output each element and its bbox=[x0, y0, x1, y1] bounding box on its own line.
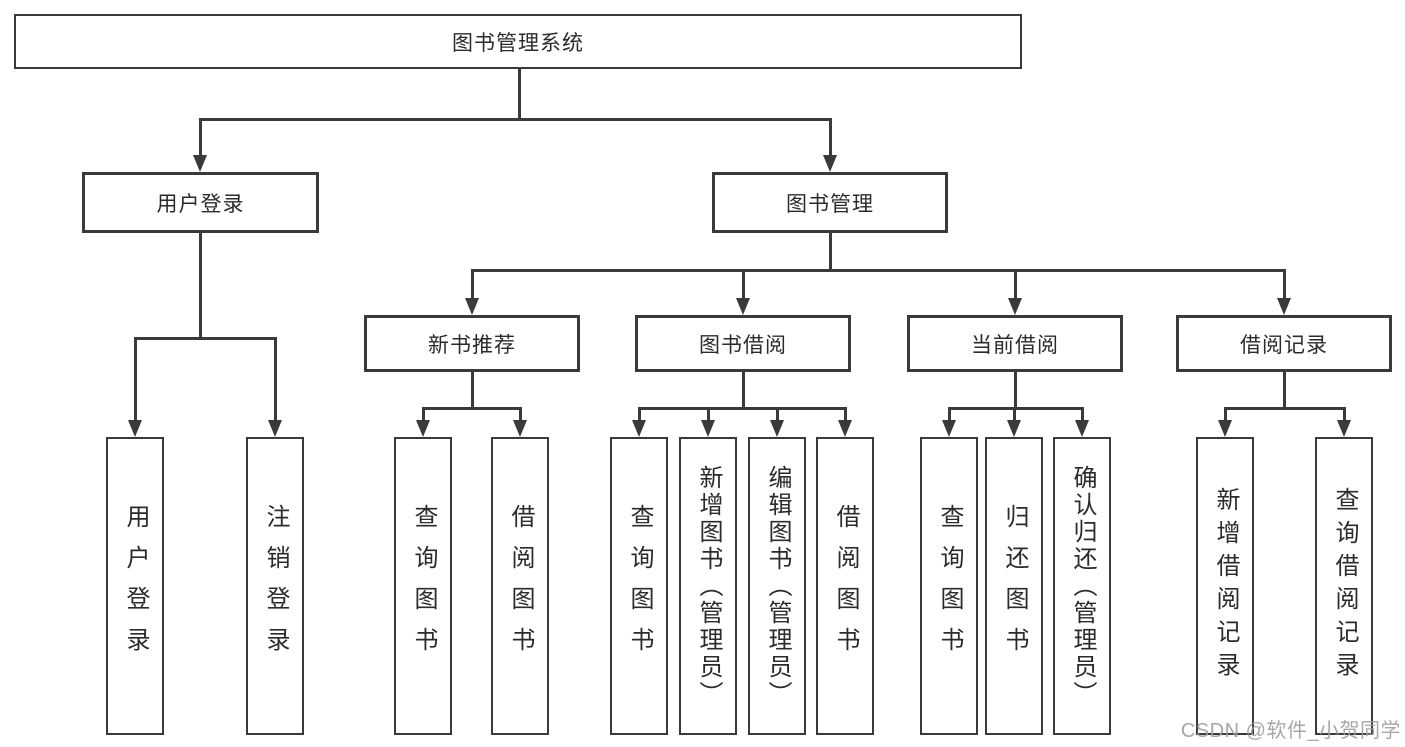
connector-vertical-line bbox=[1223, 408, 1227, 421]
connector-vertical-line bbox=[828, 233, 832, 270]
leaf-user-login: 用户登录 bbox=[106, 437, 164, 735]
connector-horizontal-line bbox=[470, 268, 1286, 272]
node-label: 新书推荐 bbox=[428, 333, 516, 357]
node-book-borrowing: 图书借阅 bbox=[635, 315, 851, 372]
leaf-edit-books-admin: 编辑图书（管理员） bbox=[748, 437, 806, 735]
connector-vertical-line bbox=[1282, 270, 1286, 301]
connector-vertical-line bbox=[706, 408, 710, 421]
node-new-book-recommendation: 新书推荐 bbox=[364, 315, 580, 372]
connector-horizontal-line bbox=[421, 406, 522, 410]
leaf-borrowing-borrow-books: 借阅图书 bbox=[816, 437, 874, 735]
leaf-label: 注销登录 bbox=[262, 504, 289, 668]
arrowhead-down-icon bbox=[1008, 298, 1022, 315]
leaf-label: 新增借阅记录 bbox=[1212, 487, 1239, 685]
leaf-label: 归还图书 bbox=[1001, 504, 1028, 668]
arrowhead-down-icon bbox=[416, 420, 430, 437]
arrowhead-down-icon bbox=[1277, 298, 1291, 315]
connector-vertical-line bbox=[198, 233, 202, 338]
connector-vertical-line bbox=[1342, 408, 1346, 421]
arrowhead-down-icon bbox=[513, 420, 527, 437]
arrowhead-down-icon bbox=[465, 298, 479, 315]
leaf-label: 查询图书 bbox=[410, 504, 437, 668]
leaf-label: 查询借阅记录 bbox=[1331, 487, 1358, 685]
connector-vertical-line bbox=[517, 69, 521, 119]
arrowhead-down-icon bbox=[770, 420, 784, 437]
connector-vertical-line bbox=[518, 408, 522, 421]
node-borrowing-records: 借阅记录 bbox=[1176, 315, 1392, 372]
node-label: 图书管理 bbox=[786, 192, 874, 216]
leaf-label: 确认归还（管理员） bbox=[1069, 464, 1096, 708]
connector-vertical-line bbox=[198, 119, 202, 157]
connector-vertical-line bbox=[1013, 270, 1017, 301]
leaf-confirm-return-admin: 确认归还（管理员） bbox=[1053, 437, 1111, 735]
leaf-label: 查询图书 bbox=[936, 504, 963, 668]
leaf-borrowing-query-books: 查询图书 bbox=[610, 437, 668, 735]
arrowhead-down-icon bbox=[193, 155, 207, 172]
arrowhead-down-icon bbox=[1337, 420, 1351, 437]
node-current-borrowing: 当前借阅 bbox=[907, 315, 1123, 372]
node-label: 当前借阅 bbox=[971, 333, 1059, 357]
arrowhead-down-icon bbox=[838, 420, 852, 437]
connector-vertical-line bbox=[843, 408, 847, 421]
arrowhead-down-icon bbox=[823, 155, 837, 172]
arrowhead-down-icon bbox=[942, 420, 956, 437]
leaf-recommend-query-books: 查询图书 bbox=[394, 437, 452, 735]
leaf-logout: 注销登录 bbox=[246, 437, 304, 735]
connector-vertical-line bbox=[741, 372, 745, 408]
leaf-recommend-borrow-books: 借阅图书 bbox=[491, 437, 549, 735]
leaf-label: 查询图书 bbox=[626, 504, 653, 668]
leaf-label: 编辑图书（管理员） bbox=[764, 464, 791, 708]
arrowhead-down-icon bbox=[128, 420, 142, 437]
arrowhead-down-icon bbox=[268, 420, 282, 437]
leaf-label: 借阅图书 bbox=[507, 504, 534, 668]
leaf-add-borrow-record: 新增借阅记录 bbox=[1196, 437, 1254, 735]
connector-vertical-line bbox=[775, 408, 779, 421]
arrowhead-down-icon bbox=[701, 420, 715, 437]
arrowhead-down-icon bbox=[1218, 420, 1232, 437]
leaf-label: 用户登录 bbox=[122, 504, 149, 668]
connector-horizontal-line bbox=[947, 406, 1084, 410]
connector-vertical-line bbox=[947, 408, 951, 421]
connector-vertical-line bbox=[1012, 408, 1016, 421]
connector-vertical-line bbox=[470, 270, 474, 301]
connector-horizontal-line bbox=[637, 406, 847, 410]
leaf-label: 借阅图书 bbox=[832, 504, 859, 668]
connector-vertical-line bbox=[1282, 372, 1286, 408]
node-label: 图书借阅 bbox=[699, 333, 787, 357]
leaf-return-books: 归还图书 bbox=[985, 437, 1043, 735]
leaf-label: 新增图书（管理员） bbox=[695, 464, 722, 708]
node-library-management-system: 图书管理系统 bbox=[14, 14, 1022, 69]
leaf-add-books-admin: 新增图书（管理员） bbox=[679, 437, 737, 735]
arrowhead-down-icon bbox=[1007, 420, 1021, 437]
connector-horizontal-line bbox=[1223, 406, 1346, 410]
connector-vertical-line bbox=[1080, 408, 1084, 421]
node-label: 图书管理系统 bbox=[452, 31, 584, 55]
connector-vertical-line bbox=[637, 408, 641, 421]
node-label: 借阅记录 bbox=[1240, 333, 1328, 357]
leaf-current-query-books: 查询图书 bbox=[920, 437, 978, 735]
node-user-login: 用户登录 bbox=[82, 172, 319, 233]
arrowhead-down-icon bbox=[1075, 420, 1089, 437]
connector-vertical-line bbox=[828, 119, 832, 157]
watermark-text: CSDN @软件_小贺同学 bbox=[1180, 720, 1401, 742]
connector-vertical-line bbox=[470, 372, 474, 408]
connector-horizontal-line bbox=[133, 336, 277, 340]
node-book-management: 图书管理 bbox=[712, 172, 948, 233]
connector-horizontal-line bbox=[198, 117, 832, 121]
arrowhead-down-icon bbox=[632, 420, 646, 437]
connector-vertical-line bbox=[1013, 372, 1017, 408]
leaf-query-borrow-record: 查询借阅记录 bbox=[1315, 437, 1373, 735]
connector-vertical-line bbox=[421, 408, 425, 421]
connector-vertical-line bbox=[741, 270, 745, 301]
connector-vertical-line bbox=[273, 338, 277, 421]
node-label: 用户登录 bbox=[156, 192, 245, 216]
connector-vertical-line bbox=[133, 338, 137, 421]
arrowhead-down-icon bbox=[736, 298, 750, 315]
